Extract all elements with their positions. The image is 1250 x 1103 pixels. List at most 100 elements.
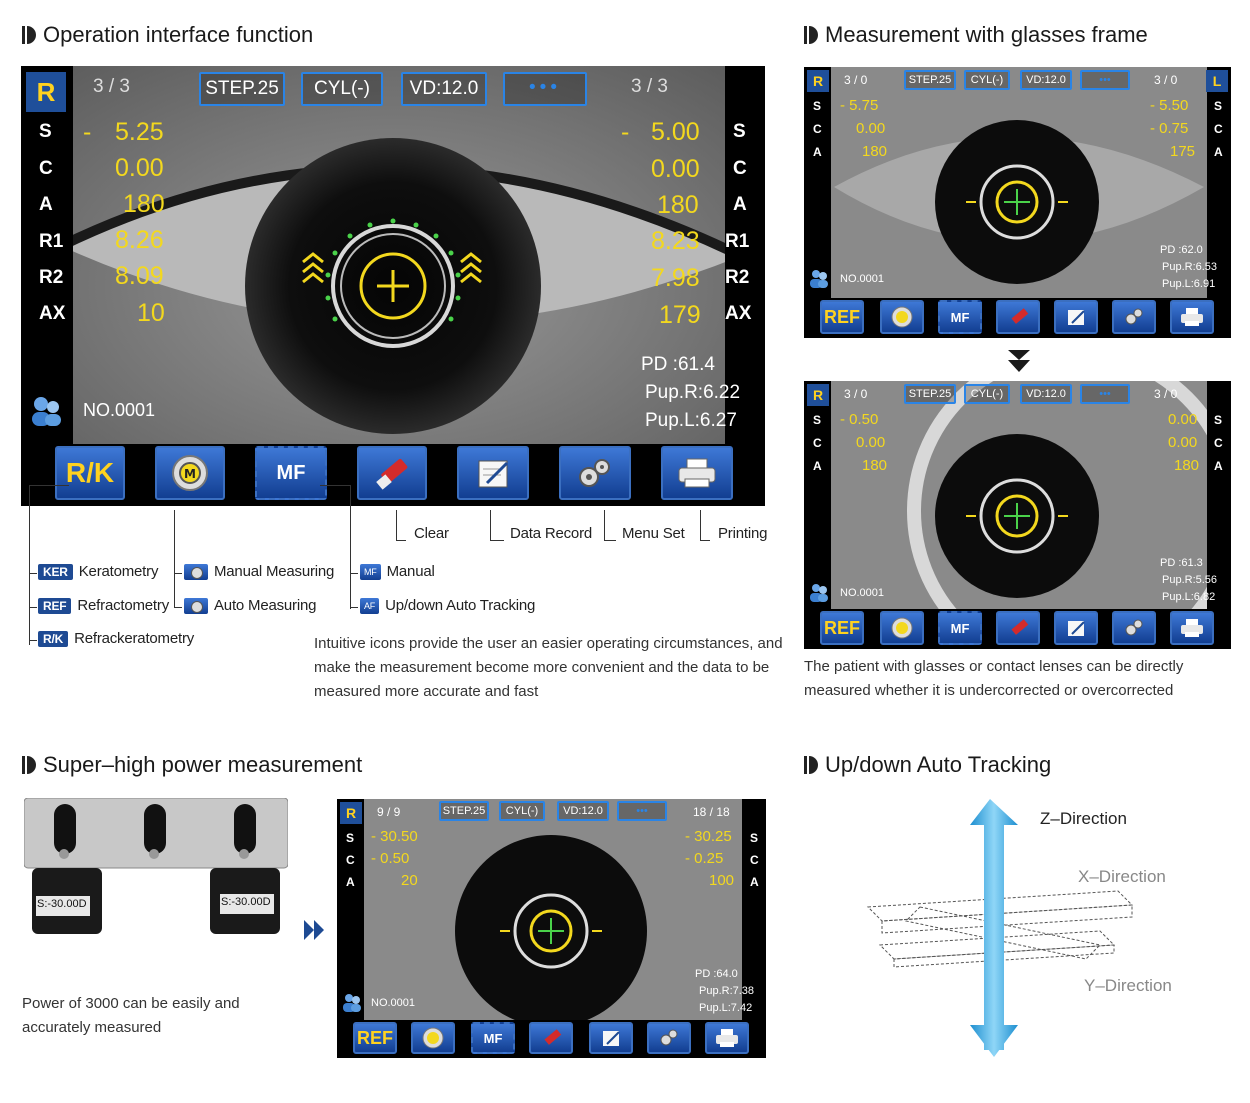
pupil-right-readout: Pup.R:6.22 [645, 382, 741, 403]
mf-button[interactable]: MF [938, 611, 982, 645]
clear-button[interactable] [529, 1022, 573, 1054]
cyl-button[interactable]: CYL(-) [301, 72, 383, 106]
printer-icon [675, 455, 719, 491]
menu-set-button[interactable] [1112, 300, 1156, 334]
eraser-icon [372, 455, 412, 491]
eye-side-badge-right[interactable]: R [807, 70, 829, 92]
auto-measure-icon [890, 305, 914, 329]
eraser-icon [1006, 617, 1030, 639]
data-record-button[interactable] [1054, 300, 1098, 334]
manual-measure-icon [184, 563, 208, 580]
mf-button[interactable]: MF [471, 1022, 515, 1054]
legend-manual-measuring: Manual Measuring [184, 563, 334, 580]
lens-label-left: S:-30.00D [37, 898, 87, 910]
data-record-callout: Data Record [510, 525, 593, 542]
auto-measure-icon [421, 1026, 445, 1050]
eye-side-badge-left[interactable]: L [1206, 70, 1228, 92]
measure-mode-button[interactable] [880, 611, 924, 645]
print-button[interactable] [1170, 300, 1214, 334]
cyl-button[interactable]: CYL(-) [964, 70, 1010, 90]
mf-button[interactable]: MF [938, 300, 982, 334]
step-button[interactable]: STEP.25 [904, 384, 956, 404]
patient-icon[interactable] [808, 581, 830, 608]
printer-icon [1179, 306, 1205, 328]
section-title-glasses: Measurement with glasses frame [804, 22, 1148, 48]
x-direction-label: X–Direction [1078, 867, 1166, 886]
counter-right: 3 / 3 [631, 76, 668, 97]
legend-auto-measuring: Auto Measuring [184, 597, 316, 614]
counter-left: 3 / 3 [93, 76, 130, 97]
glasses-screen-before: R L S C A S C A 3 / 0 3 / 0 STEP.25 CYL(… [804, 67, 1231, 338]
cyl-button[interactable]: CYL(-) [499, 801, 545, 821]
ref-mode-button[interactable]: REF [820, 611, 864, 645]
printer-icon [714, 1027, 740, 1049]
data-record-button[interactable] [1054, 611, 1098, 645]
main-screen: R S C A R1 R2 AX S C A R1 R2 AX 3 / 3 3 … [21, 66, 765, 506]
clear-callout: Clear [414, 525, 449, 542]
data-record-button[interactable] [457, 446, 529, 500]
step-button[interactable]: STEP.25 [199, 72, 285, 106]
glasses-screen-after: R S C A S C A 3 / 0 3 / 0 STEP.25 CYL(-)… [804, 381, 1231, 649]
print-button[interactable] [705, 1022, 749, 1054]
measure-mode-button[interactable] [880, 300, 924, 334]
eye-side-badge[interactable]: R [26, 72, 66, 112]
patient-icon[interactable] [808, 267, 830, 294]
step-button[interactable]: STEP.25 [904, 70, 956, 90]
eraser-icon [1006, 306, 1030, 328]
menu-set-button[interactable] [647, 1022, 691, 1054]
right-arrow-icon [302, 918, 326, 947]
superhigh-screen: R S C A S C A 9 / 9 18 / 18 STEP.25 CYL(… [337, 799, 766, 1058]
patient-icon[interactable] [341, 991, 363, 1018]
lens-label-right: S:-30.00D [221, 896, 271, 908]
step-button[interactable]: STEP.25 [439, 801, 489, 821]
grid-menu-button[interactable]: ••• [503, 72, 587, 106]
print-button[interactable] [1170, 611, 1214, 645]
vd-button[interactable]: VD:12.0 [401, 72, 487, 106]
cyl-button[interactable]: CYL(-) [964, 384, 1010, 404]
clear-button[interactable] [996, 611, 1040, 645]
eye-side-badge-right[interactable]: R [340, 802, 362, 824]
grid-menu-button[interactable]: ••• [617, 801, 667, 821]
vd-button[interactable]: VD:12.0 [1020, 384, 1072, 404]
eye-image [337, 799, 766, 1058]
vd-button[interactable]: VD:12.0 [557, 801, 609, 821]
gears-icon [1122, 617, 1146, 639]
tracking-diagram: Z–Direction X–Direction Y–Direction [860, 795, 1172, 1060]
ref-mode-button[interactable]: REF [820, 300, 864, 334]
section-marker-icon [804, 756, 818, 774]
mf-button[interactable]: MF [255, 446, 327, 500]
grid-menu-button[interactable]: ••• [1080, 70, 1130, 90]
down-arrow-icon [1006, 348, 1032, 379]
eye-side-badge-right[interactable]: R [807, 384, 829, 406]
svg-text:M: M [184, 467, 196, 481]
measure-mode-button[interactable] [411, 1022, 455, 1054]
data-record-button[interactable] [589, 1022, 633, 1054]
auto-measure-icon [184, 597, 208, 614]
section-title-superhigh: Super–high power measurement [22, 752, 362, 778]
operation-description: Intuitive icons provide the user an easi… [314, 635, 783, 700]
pupil-left-readout: Pup.L:6.27 [645, 410, 737, 431]
patient-icon[interactable] [29, 394, 65, 428]
measure-mode-button[interactable]: M [155, 446, 225, 500]
dots-icon: ••• [529, 77, 561, 98]
superhigh-toolbar: REF MF [337, 1020, 766, 1058]
clear-button[interactable] [357, 446, 427, 500]
ref-mode-button[interactable]: REF [353, 1022, 397, 1054]
menu-set-button[interactable] [559, 446, 631, 500]
eye-image [804, 67, 1231, 338]
lens-holder-device: S:-30.00D S:-30.00D [23, 797, 289, 938]
rk-mode-button[interactable]: R/K [55, 446, 125, 500]
glasses-toolbar: REF MF [804, 298, 1231, 338]
section-title-tracking: Up/down Auto Tracking [804, 752, 1051, 778]
print-button[interactable] [661, 446, 733, 500]
eye-image [21, 66, 765, 506]
vd-button[interactable]: VD:12.0 [1020, 70, 1072, 90]
menu-set-button[interactable] [1112, 611, 1156, 645]
grid-menu-button[interactable]: ••• [1080, 384, 1130, 404]
clear-button[interactable] [996, 300, 1040, 334]
section-marker-icon [804, 26, 818, 44]
superhigh-description: Power of 3000 can be easily and accurate… [22, 995, 240, 1036]
